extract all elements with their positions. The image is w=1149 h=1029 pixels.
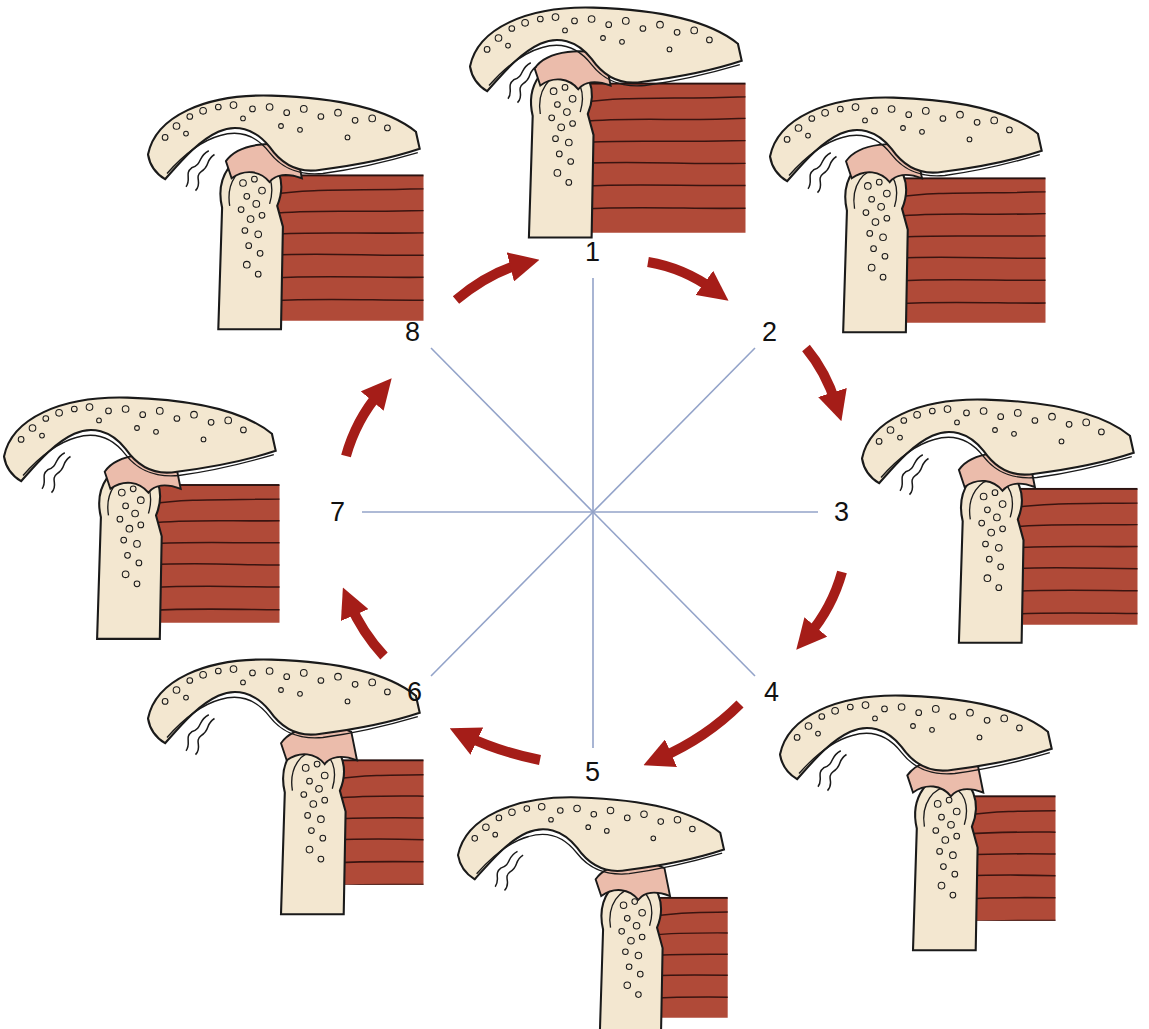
callout-number: 2 bbox=[760, 318, 779, 347]
tmj-figure bbox=[458, 797, 847, 1029]
tmj-figure bbox=[770, 97, 1096, 332]
tmj-figure bbox=[4, 397, 350, 638]
callout-number: 6 bbox=[405, 678, 424, 707]
tmj-figure bbox=[780, 695, 1149, 950]
callout-number: 4 bbox=[762, 678, 781, 707]
tmj-figure bbox=[148, 659, 534, 914]
tmj-figure bbox=[470, 7, 782, 237]
tmj-figure bbox=[148, 95, 471, 329]
callout-number: 7 bbox=[328, 498, 347, 527]
callout-number: 5 bbox=[583, 758, 602, 787]
tmj-figure bbox=[862, 399, 1149, 642]
callout-number: 1 bbox=[583, 238, 602, 267]
callout-number: 3 bbox=[832, 498, 851, 527]
spoke-lines bbox=[362, 278, 818, 748]
cycle-arrows bbox=[346, 262, 842, 760]
callout-number: 8 bbox=[403, 318, 422, 347]
